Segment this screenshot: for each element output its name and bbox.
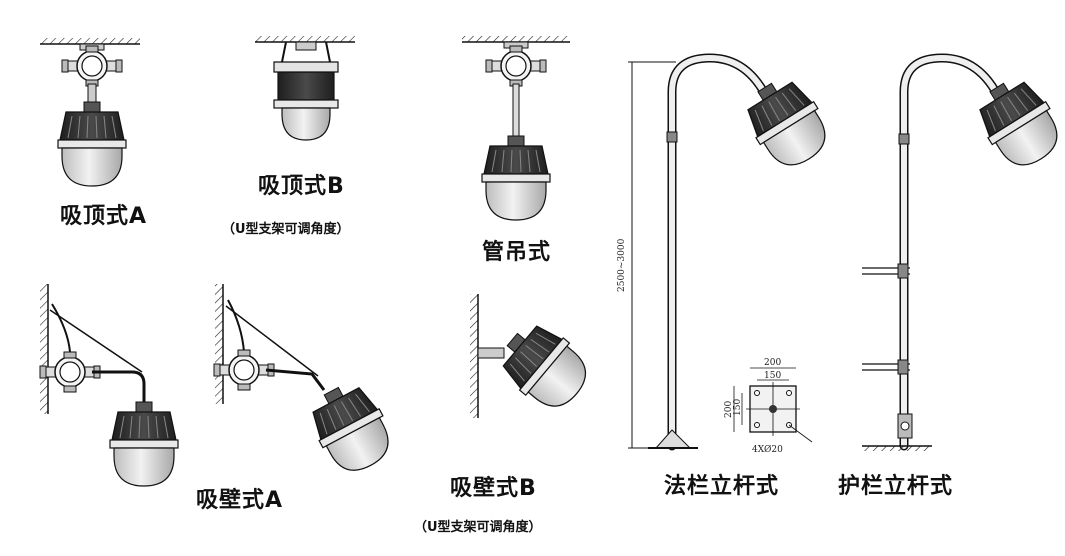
flange-pole-drawing	[628, 53, 839, 451]
plate-inner-v-dimension: 150	[733, 399, 743, 416]
label-wall-a: 吸壁式A	[196, 488, 284, 513]
label-ceiling-b: 吸顶式B	[258, 174, 345, 199]
label-wall-b: 吸壁式B	[450, 476, 537, 501]
wall-mount-b-drawing	[470, 294, 600, 421]
plate-inner-dimension: 150	[764, 371, 781, 381]
label-flange-pole: 法栏立杆式	[664, 474, 780, 499]
pipe-pendant-drawing	[462, 36, 570, 221]
label-guardrail-pole: 护栏立杆式	[838, 474, 954, 499]
plate-outer-dimension: 200	[764, 358, 781, 368]
holes-dimension: 4XØ20	[752, 444, 783, 455]
guardrail-pole-drawing	[862, 53, 1065, 451]
pole-height-dimension: 2500~3000	[617, 238, 627, 292]
ceiling-mount-a-drawing	[40, 38, 140, 187]
label-ceiling-b-note: （U型支架可调角度）	[222, 222, 350, 237]
label-wall-b-note: （U型支架可调角度）	[414, 520, 542, 535]
flange-plate-detail	[733, 367, 813, 443]
label-pipe-pendant: 管吊式	[482, 240, 552, 265]
ceiling-mount-b-drawing	[255, 36, 355, 141]
label-ceiling-a: 吸顶式A	[60, 204, 148, 229]
wall-mount-a-drawing	[39, 284, 402, 487]
plate-outer-v-dimension: 200	[724, 401, 734, 418]
